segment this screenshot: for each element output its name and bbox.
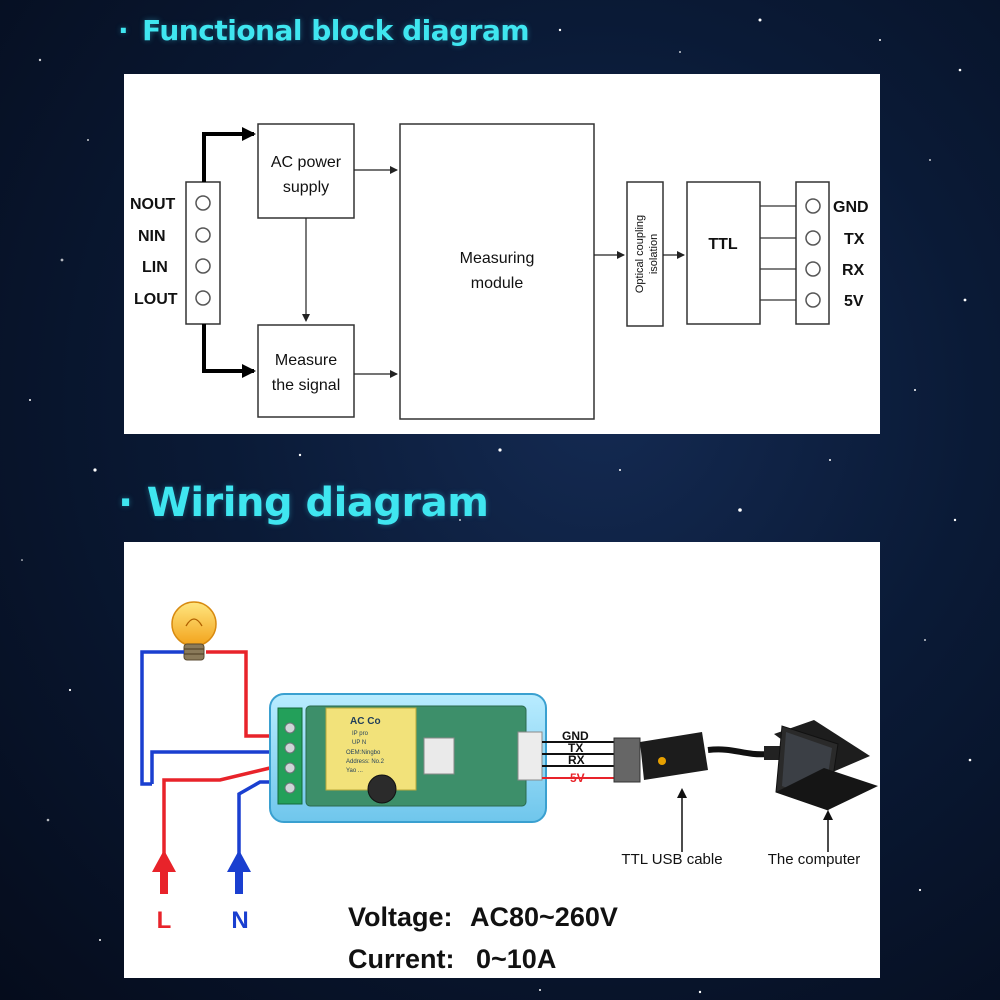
output-terminal-screws bbox=[805, 198, 821, 308]
module-text-4: Address: No.2 bbox=[346, 759, 385, 765]
laptop-icon bbox=[774, 720, 878, 811]
terminal-screw-icon bbox=[805, 198, 821, 214]
ttl-block bbox=[686, 181, 761, 325]
terminal-screw-icon bbox=[195, 227, 211, 243]
neutral-arrow-icon bbox=[227, 850, 251, 894]
sig-5v-label: 5V bbox=[570, 771, 585, 785]
module-label-1: Measuring bbox=[460, 250, 535, 267]
input-to-measure-arrow bbox=[202, 324, 256, 378]
pin-lout-label: LOUT bbox=[134, 291, 178, 308]
sig-rx-label: RX bbox=[568, 753, 585, 767]
line-n-label: N bbox=[231, 907, 248, 934]
module-text-3: OEM:Ningbo bbox=[346, 750, 381, 756]
sig-gnd-label: GND bbox=[562, 729, 589, 743]
block-diagram-title: Functional block diagram bbox=[142, 14, 530, 47]
module-label-2: module bbox=[471, 275, 524, 292]
neutral-wire-in bbox=[237, 780, 270, 854]
neutral-wire-to-module bbox=[150, 750, 270, 784]
wiring-diagram-title: Wiring diagram bbox=[146, 480, 489, 526]
ttl-output-lines bbox=[760, 205, 796, 301]
ttl-header-connector bbox=[517, 731, 543, 781]
isolation-label-1: Optical coupling bbox=[634, 215, 646, 293]
pin-nout-label: NOUT bbox=[130, 196, 176, 213]
module-title-text: AC Co bbox=[350, 716, 381, 727]
terminal-screw-icon bbox=[805, 230, 821, 246]
current-label: Current: bbox=[348, 944, 455, 974]
bullet-dot: · bbox=[118, 480, 133, 526]
isolation-label-2: isolation bbox=[648, 234, 660, 274]
terminal-screw-icon bbox=[195, 258, 211, 274]
input-terminal-screws bbox=[195, 195, 211, 306]
module-text-1: IP pro bbox=[352, 731, 369, 737]
module-text-5: Yao ... bbox=[346, 768, 363, 774]
bullet-dot: · bbox=[118, 14, 129, 47]
optocoupler-component bbox=[423, 737, 455, 775]
out-gnd-label: GND bbox=[833, 199, 869, 216]
terminal-screw-icon bbox=[805, 261, 821, 277]
out-tx-label: TX bbox=[844, 231, 865, 248]
block-diagram-panel: NOUT NIN LIN LOUT AC power supply Measur… bbox=[124, 74, 880, 434]
measure-label-1: Measure bbox=[275, 352, 337, 369]
pin-lin-label: LIN bbox=[142, 259, 168, 276]
capacitor-component bbox=[367, 774, 397, 804]
ttl-usb-cable-label: TTL USB cable bbox=[621, 851, 722, 868]
voltage-label: Voltage: bbox=[348, 902, 453, 932]
out-rx-label: RX bbox=[842, 262, 865, 279]
live-wire-in bbox=[162, 766, 271, 854]
wiring-diagram-panel: L N AC Co IP pro UP N OEM:Ningbo Address… bbox=[124, 542, 880, 978]
power-label-1: AC power bbox=[271, 154, 342, 171]
measuring-module-block bbox=[399, 123, 595, 420]
ttl-label: TTL bbox=[708, 236, 738, 253]
relay-component bbox=[325, 707, 417, 791]
live-wire-from-lamp bbox=[206, 650, 270, 738]
isolation-label-group: Optical coupling isolation bbox=[634, 215, 660, 293]
terminal-screw-icon bbox=[805, 292, 821, 308]
terminal-screw-icon bbox=[195, 290, 211, 306]
ac-power-supply-block bbox=[257, 123, 355, 219]
measure-signal-block bbox=[257, 324, 355, 418]
line-arrows bbox=[152, 850, 251, 894]
sig-tx-label: TX bbox=[568, 741, 583, 755]
live-arrow-icon bbox=[152, 850, 176, 894]
pin-labels: NOUT NIN LIN LOUT bbox=[130, 196, 178, 308]
wiring-diagram-heading: · Wiring diagram bbox=[118, 480, 489, 526]
wires bbox=[140, 650, 271, 854]
light-bulb-icon bbox=[171, 601, 217, 661]
voltage-value: AC80~260V bbox=[470, 902, 618, 932]
measure-label-2: the signal bbox=[272, 377, 341, 394]
usb-ttl-adapter-icon bbox=[613, 732, 795, 783]
power-label-2: supply bbox=[283, 179, 329, 196]
current-value: 0~10A bbox=[476, 944, 556, 974]
block-diagram-heading: · Functional block diagram bbox=[118, 14, 530, 47]
input-to-power-arrow bbox=[202, 127, 256, 182]
optical-isolation-block bbox=[626, 181, 664, 327]
module-screws bbox=[284, 722, 296, 794]
neutral-wire-to-lamp bbox=[140, 650, 184, 786]
line-l-label: L bbox=[157, 907, 172, 934]
computer-label: The computer bbox=[768, 851, 861, 868]
pzem-module: AC Co IP pro UP N OEM:Ningbo Address: No… bbox=[269, 693, 547, 823]
signal-wires bbox=[542, 741, 614, 779]
module-text-2: UP N bbox=[352, 740, 366, 746]
terminal-screw-icon bbox=[195, 195, 211, 211]
out-5v-label: 5V bbox=[844, 293, 864, 310]
pin-nin-label: NIN bbox=[138, 228, 166, 245]
